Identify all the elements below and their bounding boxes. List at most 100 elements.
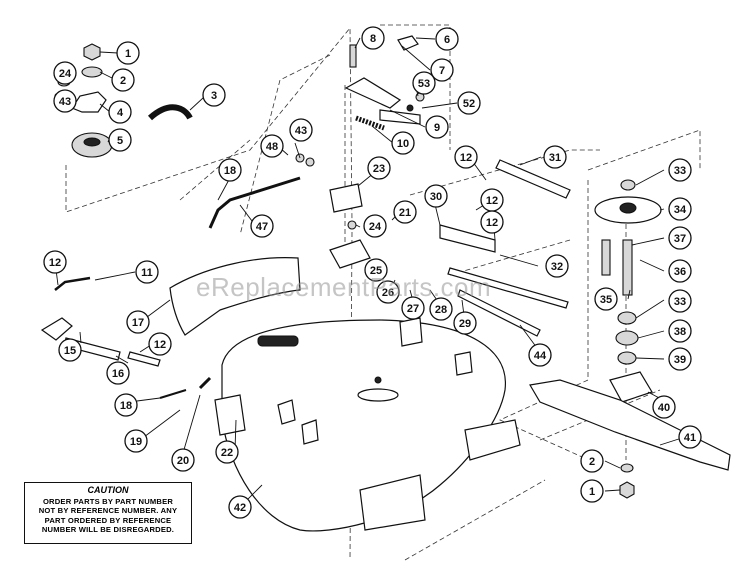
callout-circle [215, 440, 239, 464]
callout-number: 3 [211, 90, 217, 102]
callout-number: 20 [177, 455, 189, 467]
callout-43: 43 [53, 89, 77, 113]
callout-circle [114, 393, 138, 417]
callout-circle [364, 258, 388, 282]
callout-circle [202, 83, 226, 107]
callout-number: 9 [434, 122, 440, 134]
callout-number: 38 [674, 326, 686, 338]
callout-circle [425, 115, 449, 139]
callout-number: 37 [674, 233, 686, 245]
callout-10: 10 [391, 131, 415, 155]
callout-27: 27 [401, 296, 425, 320]
callout-number: 28 [435, 304, 447, 316]
caution-line-1: ORDER PARTS BY PART NUMBER [42, 496, 174, 506]
callout-19: 19 [124, 429, 148, 453]
callout-15: 15 [58, 338, 82, 362]
callout-12: 12 [480, 188, 504, 212]
callout-circle [453, 311, 477, 335]
callout-number: 18 [224, 165, 236, 177]
callout-9: 9 [425, 115, 449, 139]
callout-circle [58, 338, 82, 362]
callout-18: 18 [218, 158, 242, 182]
callout-circle [480, 210, 504, 234]
callout-33: 33 [668, 158, 692, 182]
callout-number: 35 [600, 294, 612, 306]
callout-number: 27 [407, 303, 419, 315]
callout-number: 17 [132, 317, 144, 329]
callout-12: 12 [480, 210, 504, 234]
callout-38: 38 [668, 319, 692, 343]
u-bolt-shape [147, 104, 193, 121]
callout-number: 12 [486, 217, 498, 229]
callout-23: 23 [367, 156, 391, 180]
callout-44: 44 [528, 343, 552, 367]
callout-circle [668, 347, 692, 371]
callout-circle [678, 425, 702, 449]
callout-circle [148, 332, 172, 356]
callout-circle [108, 100, 132, 124]
callout-36: 36 [668, 259, 692, 283]
callout-number: 5 [117, 135, 123, 147]
callout-circle [53, 61, 77, 85]
callout-circle [228, 495, 252, 519]
callout-32: 32 [545, 254, 569, 278]
callout-2: 2 [111, 68, 135, 92]
callout-number: 36 [674, 266, 686, 278]
mower-blade [529, 379, 731, 471]
callout-37: 37 [668, 226, 692, 250]
callout-circle [218, 158, 242, 182]
belt-shield [169, 257, 301, 336]
deck-pivots [257, 335, 299, 347]
callout-number: 41 [684, 432, 696, 444]
callout-1: 1 [116, 41, 140, 65]
callout-circle [429, 297, 453, 321]
callout-number: 6 [444, 34, 450, 46]
callout-circle [412, 71, 436, 95]
callout-circle [430, 58, 454, 82]
callout-number: 26 [382, 287, 394, 299]
callout-number: 53 [418, 78, 430, 90]
pulley-assembly [54, 43, 113, 158]
callout-number: 47 [256, 221, 268, 233]
callout-25: 25 [364, 258, 388, 282]
callout-34: 34 [668, 197, 692, 221]
watermark-text: eReplacementParts.com [196, 272, 492, 302]
callout-number: 24 [59, 68, 72, 80]
callout-circle [668, 226, 692, 250]
callout-number: 12 [460, 152, 472, 164]
callout-circle [668, 289, 692, 313]
callout-circle [289, 118, 313, 142]
callout-24: 24 [363, 214, 387, 238]
callout-42: 42 [228, 495, 252, 519]
mower-deck [214, 317, 521, 532]
callout-47: 47 [250, 214, 274, 238]
callout-number: 43 [295, 125, 307, 137]
callout-39: 39 [668, 347, 692, 371]
callout-22: 22 [215, 440, 239, 464]
upper-linkage [344, 35, 425, 131]
callout-circle [401, 296, 425, 320]
callout-3: 3 [202, 83, 226, 107]
callout-circle [580, 449, 604, 473]
callout-circle [594, 287, 618, 311]
callout-number: 12 [49, 257, 61, 269]
callout-number: 11 [141, 267, 153, 279]
caution-line-4: NUMBER WILL BE DISREGARDED. [41, 525, 175, 535]
callout-circle [454, 145, 478, 169]
callout-number: 33 [674, 296, 686, 308]
callout-circle [457, 91, 481, 115]
callout-18: 18 [114, 393, 138, 417]
callout-43: 43 [289, 118, 313, 142]
callout-circle [111, 68, 135, 92]
callout-circle [424, 184, 448, 208]
callout-bubbles: 1234567891011121212121215161718181920212… [43, 26, 702, 519]
center-bracket [329, 183, 371, 269]
callout-number: 42 [234, 502, 246, 514]
callout-30: 30 [424, 184, 448, 208]
spindle-assembly [594, 179, 662, 499]
callout-number: 29 [459, 318, 471, 330]
callout-number: 52 [463, 98, 475, 110]
callout-circle [393, 200, 417, 224]
callout-11: 11 [135, 260, 159, 284]
